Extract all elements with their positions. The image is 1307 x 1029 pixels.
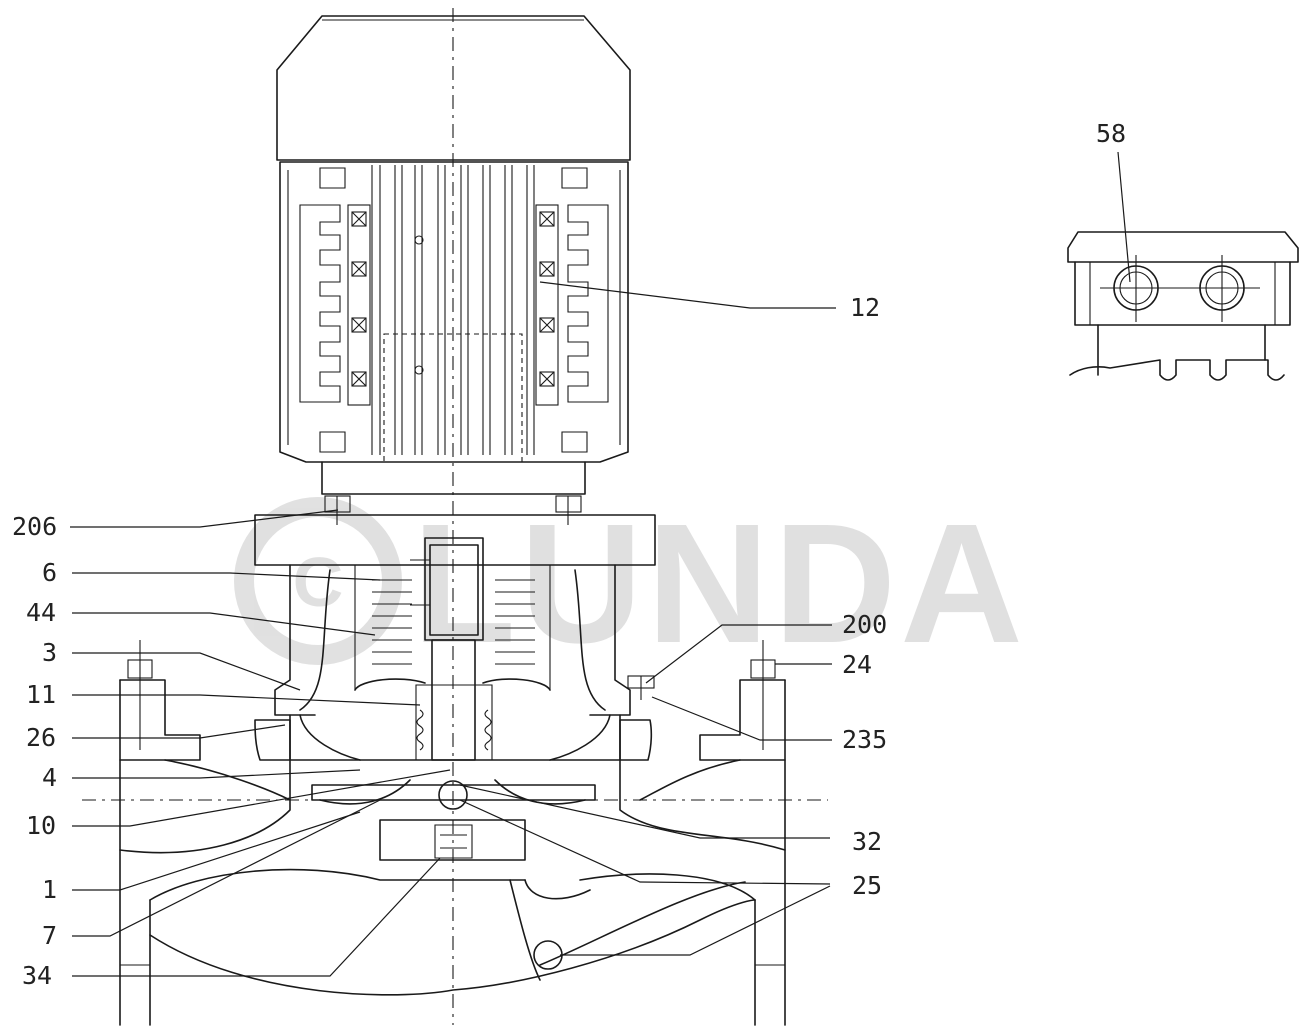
label-4: 4 (42, 763, 57, 792)
label-6: 6 (42, 558, 57, 587)
label-25: 25 (852, 871, 882, 900)
label-58: 58 (1096, 119, 1126, 148)
label-10: 10 (26, 811, 56, 840)
pump-housing-cover (254, 675, 655, 761)
label-12: 12 (850, 293, 880, 322)
label-11: 11 (26, 680, 56, 709)
label-3: 3 (42, 638, 57, 667)
part-labels: 12 58 206 6 44 200 3 24 11 26 235 4 10 3… (12, 119, 1126, 990)
label-26: 26 (26, 723, 56, 752)
label-32: 32 (852, 827, 882, 856)
label-206: 206 (12, 512, 57, 541)
label-235: 235 (842, 725, 887, 754)
motor-fan-cover (276, 15, 631, 161)
svg-text:C: C (293, 543, 344, 621)
label-44: 44 (26, 598, 56, 627)
label-7: 7 (42, 921, 57, 950)
junction-box-inset (1067, 231, 1299, 381)
motor-adapter-lantern (254, 461, 656, 716)
label-200: 200 (842, 610, 887, 639)
impeller (311, 779, 596, 861)
watermark-text: LUNDA (412, 489, 1027, 679)
leader-lines (70, 151, 1131, 977)
center-lines (82, 8, 828, 1025)
label-34: 34 (22, 961, 52, 990)
watermark: C LUNDA (234, 489, 1027, 679)
label-1: 1 (42, 875, 57, 904)
label-24: 24 (842, 650, 872, 679)
motor-body (279, 161, 629, 463)
